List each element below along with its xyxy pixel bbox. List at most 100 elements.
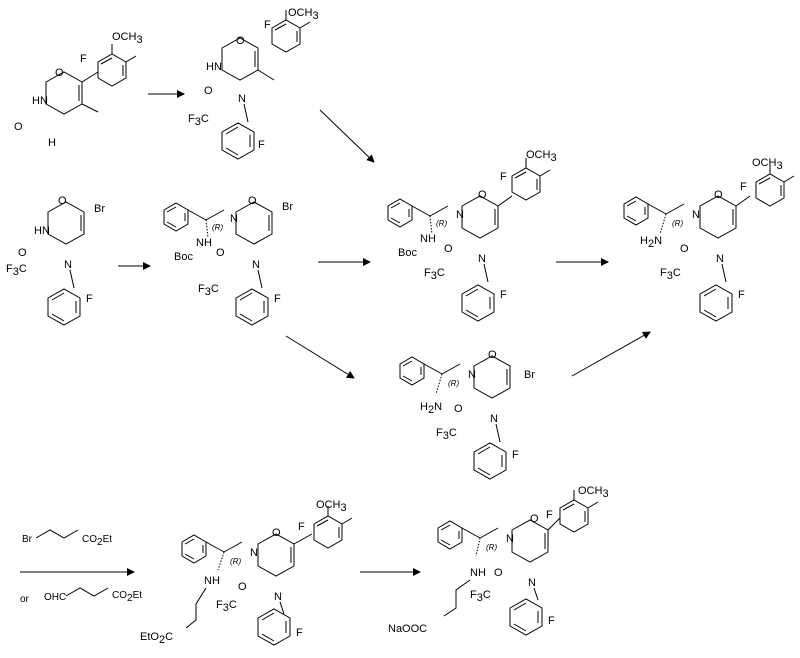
ring-n-label-2: N — [274, 591, 282, 603]
oxo-label: O — [272, 527, 281, 539]
compound-aryl-uracil: OCH3 F O O HN H — [14, 31, 143, 149]
compound-boc-aryl: OCH3 F (R) NH Boc O O N N F3C F — [387, 149, 557, 322]
oxo-label-2: O — [238, 581, 247, 593]
bromo-ester-label: CO2Et — [82, 534, 112, 548]
bromo-label: Br — [524, 369, 535, 381]
ring-n-label: N — [238, 93, 246, 105]
ring-n-label: N — [468, 369, 476, 381]
oxo-label: O — [530, 513, 539, 525]
ring-n-label: N — [250, 547, 258, 559]
reagent-block: Br CO2Et or OHC CO2Et — [20, 529, 142, 605]
oxo-label-2: O — [216, 247, 225, 259]
oxo-label-2: O — [494, 567, 503, 579]
cf3-label: F3C — [216, 599, 237, 614]
cf3-label: F3C — [660, 267, 681, 282]
bromo-label: Br — [282, 201, 293, 213]
reaction-arrows — [20, 90, 651, 576]
bromo-label: Br — [94, 203, 105, 215]
amine-label: H2N — [640, 235, 662, 250]
or-label: or — [20, 594, 30, 605]
ring-n-label: N — [64, 259, 72, 271]
methoxy-label: OCH3 — [578, 485, 609, 500]
oxo-label-2: O — [454, 403, 463, 415]
ring-n-label: N — [692, 209, 700, 221]
fluoro-label: F — [500, 171, 507, 183]
fluoro-label: F — [298, 521, 305, 533]
arrow-coupling-down — [319, 109, 375, 163]
fluoro-label: F — [546, 509, 553, 521]
stereo-label: (R) — [486, 543, 497, 552]
boc-label: Boc — [174, 251, 193, 263]
boc-label: Boc — [398, 247, 417, 259]
stereo-label: (R) — [212, 223, 223, 232]
nh-label: NH — [470, 567, 486, 579]
ring-n-label: N — [506, 533, 514, 545]
cf3-label: F3C — [424, 267, 445, 282]
stereo-label: (R) — [672, 219, 683, 228]
compound-benzyl-aryl-uracil: OCH3 F O O HN N F3C F — [188, 7, 319, 160]
cf3-label: F3C — [6, 263, 27, 278]
oxo-label: O — [248, 195, 257, 207]
salt-label: NaOOC — [388, 623, 427, 635]
cf3-label: F3C — [470, 589, 491, 604]
oxo-label: O — [478, 189, 487, 201]
ring-nh-label: H — [48, 137, 56, 149]
fluoro-label-2: F — [258, 139, 265, 151]
nh-label: HN — [32, 95, 48, 107]
arrow-suzuki-amine — [571, 331, 651, 377]
ring-n-label-2: N — [528, 577, 536, 589]
oxo-label: O — [488, 349, 497, 361]
oxo-label-2: O — [444, 243, 453, 255]
cf3-label: F3C — [188, 113, 209, 128]
oxo-label-2: O — [18, 247, 27, 259]
aldehyde-reagent-label: OHC — [44, 592, 66, 603]
nh-label: HN — [34, 225, 50, 237]
cf3-label: F3C — [436, 427, 457, 442]
arrow-deprotect-bromo — [285, 335, 355, 379]
methoxy-label: OCH3 — [526, 149, 557, 164]
amine-label: H2N — [420, 401, 442, 416]
nh-label: NH — [204, 575, 220, 587]
methoxy-label: OCH3 — [752, 157, 783, 172]
fluoro-label: F — [86, 293, 93, 305]
methoxy-label: OCH3 — [316, 499, 347, 514]
nh-label: NH — [420, 233, 436, 245]
compound-boc-bromo: (R) NH Boc O O N N Br F3C F — [163, 195, 293, 326]
ring-n-label-2: N — [490, 413, 498, 425]
oxo-label: O — [55, 67, 64, 79]
oxo-label-2: O — [204, 85, 213, 97]
stereo-label: (R) — [230, 557, 241, 566]
stereo-label: (R) — [448, 379, 459, 388]
bromo-reagent-label: Br — [22, 534, 33, 545]
compound-ethyl-ester: OCH3 F (R) NH EtO2C O O N N F3C F — [140, 499, 353, 646]
methoxy-label: OCH3 — [288, 7, 319, 22]
ring-n-label-2: N — [252, 259, 260, 271]
oxo-label: O — [714, 189, 723, 201]
nh-label: HN — [206, 61, 222, 73]
methoxy-label: OCH3 — [112, 31, 143, 46]
fluoro-label-2: F — [500, 289, 507, 301]
fluoro-label-2: F — [738, 289, 745, 301]
oxo-label-2: O — [14, 121, 23, 133]
cf3-label: F3C — [198, 283, 219, 298]
nh-label: NH — [196, 237, 212, 249]
fluoro-label-2: F — [548, 615, 555, 627]
compound-sodium-salt: OCH3 F (R) NH NaOOC O O N N F3C F — [388, 485, 609, 636]
ester-label: EtO2C — [140, 631, 173, 646]
fluoro-label: F — [740, 181, 747, 193]
oxo-label: O — [58, 195, 67, 207]
compound-amine-aryl: OCH3 F (R) H2N O O N N F3C F — [623, 157, 795, 322]
ring-n-label: N — [230, 213, 238, 225]
oxo-label-2: O — [680, 243, 689, 255]
compound-amine-bromo: (R) H2N O O N N Br F3C F — [399, 349, 535, 480]
fluoro-label: F — [80, 53, 87, 65]
ring-n-label-2: N — [478, 253, 486, 265]
compound-bromo-uracil: O O HN N Br F3C F — [6, 195, 105, 326]
aldehyde-ester-label: CO2Et — [112, 590, 142, 604]
stereo-label: (R) — [436, 219, 447, 228]
ring-n-label: N — [456, 209, 464, 221]
oxo-label: O — [236, 35, 245, 47]
fluoro-label: F — [264, 19, 271, 31]
fluoro-label-2: F — [296, 627, 303, 639]
